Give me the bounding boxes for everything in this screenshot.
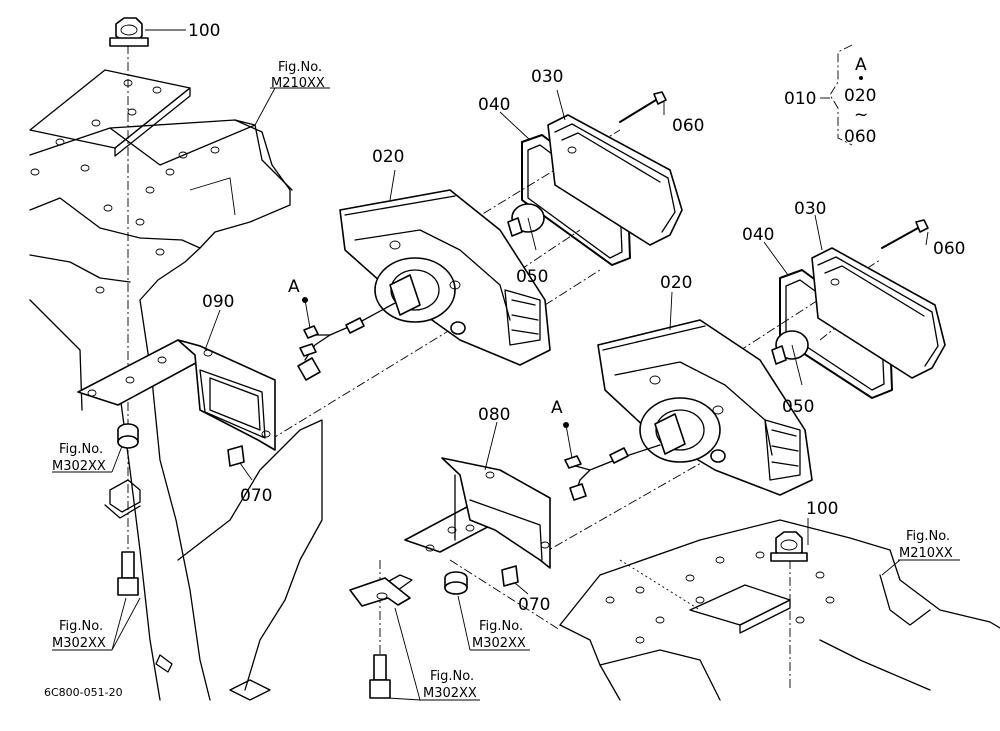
frame-lower-right xyxy=(559,519,1000,701)
label-060-left: 060 xyxy=(672,116,704,136)
bulb-050-right xyxy=(771,330,809,386)
fig-ref-2-number: M302XX xyxy=(52,459,106,474)
screw-070-left xyxy=(227,445,245,467)
label-070-right: 070 xyxy=(518,595,550,615)
label-080: 080 xyxy=(478,405,510,425)
label-030-left: 030 xyxy=(531,67,563,87)
fig-ref-6-number: M210XX xyxy=(899,546,953,561)
nut-100-top xyxy=(109,17,149,47)
fig-ref-1-number: M210XX xyxy=(271,76,325,91)
spacer-left xyxy=(117,423,139,449)
legend-assembly: 010 xyxy=(784,89,816,109)
bracket-090 xyxy=(77,339,276,451)
screw-060-right xyxy=(881,219,929,249)
bracket-080 xyxy=(404,457,551,569)
legend-tilde: ~ xyxy=(854,105,868,125)
label-070-left: 070 xyxy=(240,486,272,506)
screw-070-right xyxy=(501,565,519,587)
lens-030-left xyxy=(547,114,683,246)
label-090: 090 xyxy=(202,292,234,312)
leader-lines xyxy=(52,29,960,701)
bolt-center xyxy=(369,654,391,699)
fig-ref-4-number: M302XX xyxy=(472,636,526,651)
harness-right xyxy=(563,422,661,501)
lens-030-right xyxy=(811,247,946,379)
label-040-right: 040 xyxy=(742,225,774,245)
drawing-code: 6C800-051-20 xyxy=(44,686,123,699)
clip-center xyxy=(349,577,411,607)
fig-ref-4-title: Fig.No. xyxy=(479,619,523,634)
bulb-050-left xyxy=(507,203,545,251)
legend-bracket xyxy=(820,44,863,146)
label-040-left: 040 xyxy=(478,95,510,115)
legend-to-part: 060 xyxy=(844,127,876,147)
label-020-left: 020 xyxy=(372,147,404,167)
fig-ref-1-title: Fig.No. xyxy=(278,60,322,75)
fig-references: Fig.No. M210XX Fig.No. M302XX Fig.No. M3… xyxy=(52,60,953,701)
gasket-040-left xyxy=(521,134,631,266)
label-030-right: 030 xyxy=(794,199,826,219)
fig-ref-5-number: M302XX xyxy=(423,686,477,701)
fig-ref-3-number: M302XX xyxy=(52,636,106,651)
label-020-right: 020 xyxy=(660,273,692,293)
lamp-housing-020-right xyxy=(597,319,813,496)
legend: 010 A 020 ~ 060 xyxy=(784,55,876,147)
label-100-right: 100 xyxy=(806,499,838,519)
part-labels: 100 100 090 080 070 070 020 020 030 030 … xyxy=(188,21,965,615)
bolt-left xyxy=(117,551,139,596)
label-060-right: 060 xyxy=(933,239,965,259)
label-050-right: 050 xyxy=(782,397,814,417)
label-connector-a-left: A xyxy=(288,277,300,297)
fig-ref-3-title: Fig.No. xyxy=(59,619,103,634)
fig-ref-5-title: Fig.No. xyxy=(430,669,474,684)
label-connector-a-right: A xyxy=(551,398,563,418)
legend-from-label: A xyxy=(855,55,867,75)
fig-ref-2-title: Fig.No. xyxy=(59,442,103,457)
nut-100-right xyxy=(770,531,808,562)
harness-left xyxy=(297,297,396,381)
screw-060-left xyxy=(619,91,667,123)
label-050-left: 050 xyxy=(516,267,548,287)
lamp-housing-020-left xyxy=(339,189,551,366)
frame-upper-left xyxy=(29,69,293,301)
spacer-center xyxy=(444,571,468,595)
legend-from-part: 020 xyxy=(844,86,876,106)
label-100-top: 100 xyxy=(188,21,220,41)
fig-ref-6-title: Fig.No. xyxy=(906,529,950,544)
